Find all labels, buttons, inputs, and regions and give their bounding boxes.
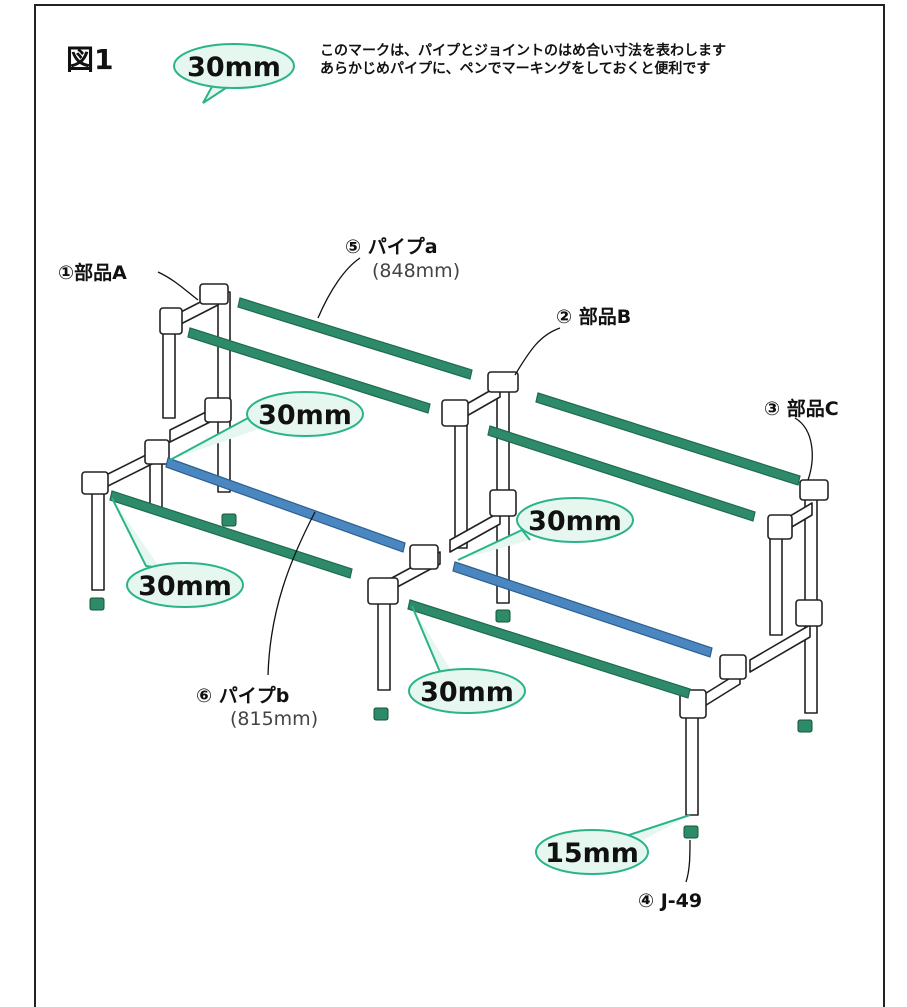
foot-cap: [89, 597, 105, 611]
callout-text: 30mm: [258, 400, 352, 431]
leader-part-b: [514, 327, 561, 376]
joint-c-left: [767, 514, 793, 540]
callout-30mm-1: 30mm: [169, 391, 364, 461]
joint-b-mid: [489, 489, 517, 517]
pipe-a-green: [535, 392, 801, 486]
foot-cap: [221, 513, 237, 527]
pipe-front-left-leg: [91, 484, 105, 591]
leader-j49: [685, 839, 691, 883]
foot-cap: [495, 609, 511, 623]
legend-note-line2: あらかじめパイプに、ペンでマーキングをしておくと便利です: [320, 61, 711, 77]
label-part-b: ② 部品B: [556, 306, 632, 328]
blue-pipes: [165, 457, 713, 658]
pipe-a-green: [407, 599, 691, 699]
foot-caps: [89, 513, 813, 839]
joints: [81, 283, 829, 719]
callout-text: 30mm: [420, 677, 514, 708]
green-pipes: [109, 297, 801, 699]
callout-30mm-2: 30mm: [111, 497, 244, 608]
pipe-right-front-bar2: [749, 624, 811, 673]
figure-title: 図1: [66, 43, 114, 76]
legend-note: このマークは、パイプとジョイントのはめ合い寸法を表わします あらかじめパイプに、…: [320, 42, 726, 78]
label-part-a: ①部品A: [58, 262, 127, 284]
leader-pipe-a: [317, 257, 361, 319]
label-j49: ④ J-49: [638, 890, 703, 912]
pipe-right-front-leg: [685, 704, 699, 816]
pipe-a-green: [109, 490, 353, 579]
joint-c-top: [799, 479, 829, 501]
legend-bubble-text: 30mm: [187, 52, 281, 83]
pipe-a-green: [487, 425, 756, 522]
foot-cap: [683, 825, 699, 839]
label-pipe-b-length: (815mm): [230, 708, 319, 730]
pipe-a-green: [237, 297, 473, 380]
leader-part-c: [794, 417, 813, 481]
callout-text: 30mm: [528, 506, 622, 537]
callout-30mm-4: 30mm: [408, 605, 526, 714]
joint-b-top: [487, 371, 519, 393]
pipe-b-blue: [452, 561, 713, 658]
leader-lines: [157, 257, 813, 883]
joint-a-left: [159, 307, 183, 335]
pipe-b-blue: [165, 457, 406, 553]
callout-text: 15mm: [545, 838, 639, 869]
joint-front-left: [81, 471, 109, 495]
joint-a-mid: [204, 397, 232, 423]
callout-30mm-3: 30mm: [457, 497, 634, 561]
joint-a-top: [199, 283, 229, 305]
joint-c-mid: [795, 599, 823, 627]
pipe-mid-front-bar2: [449, 511, 501, 553]
pipe-a-back-right: [217, 291, 231, 493]
label-pipe-b: ⑥ パイプb: [196, 685, 290, 707]
joint-b-front2: [367, 577, 399, 605]
foot-cap: [797, 719, 813, 733]
joint-b-front: [409, 544, 439, 570]
callout-15mm: 15mm: [535, 814, 691, 875]
pipe-right-back-leg: [769, 524, 783, 636]
pipe-mid-back-leg: [454, 407, 468, 549]
legend-note-line1: このマークは、パイプとジョイントのはめ合い寸法を表わします: [320, 43, 726, 59]
callout-text: 30mm: [138, 571, 232, 602]
joint-a-front: [144, 439, 170, 465]
leader-part-a: [157, 271, 199, 301]
label-pipe-a-length: (848mm): [372, 260, 461, 282]
joint-c-front: [719, 654, 747, 680]
label-pipe-a: ⑤ パイプa: [345, 236, 438, 258]
joint-b-left: [441, 399, 469, 427]
figure-frame: [34, 4, 885, 1007]
leader-pipe-b: [267, 511, 316, 676]
foot-cap: [373, 707, 389, 721]
label-part-c: ③ 部品C: [764, 398, 839, 420]
legend-bubble: 30mm: [173, 43, 295, 104]
pipe-a-green: [187, 327, 431, 414]
